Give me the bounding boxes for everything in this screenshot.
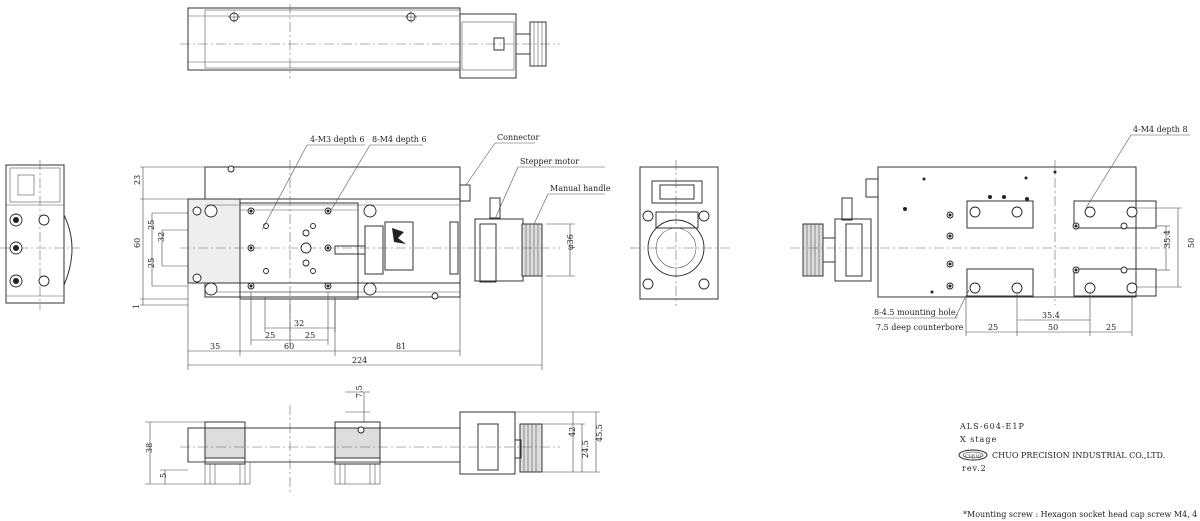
dim-50-h: 50 xyxy=(1048,323,1058,332)
bottom-view-dimensions: 35.4 50 35.4 25 50 25 4-M4 depth 8 8-4.5… xyxy=(872,125,1196,336)
dim-60: 60 xyxy=(133,238,142,248)
callout-stepper: Stepper motor xyxy=(520,157,579,166)
left-end-view xyxy=(0,160,80,310)
dim-24-5: 24.5 xyxy=(581,440,590,458)
dim-25a: 25 xyxy=(147,220,156,230)
dim-b35: 35 xyxy=(210,342,220,351)
side-view-dimensions: 38 5 7.5 42 24.5 45.5 xyxy=(145,385,604,485)
stage-type: X stage xyxy=(960,435,997,444)
right-end-view xyxy=(630,160,730,306)
top-view-upper xyxy=(180,4,560,79)
mounting-footnote: *Mounting screw : Hexagon socket head ca… xyxy=(963,510,1200,519)
callout-connector: Connector xyxy=(497,133,539,142)
main-top-view xyxy=(180,160,560,340)
dim-7-5: 7.5 xyxy=(355,385,364,398)
main-view-callouts: 4-M3 depth 6 8-M4 depth 6 Connector Step… xyxy=(261,133,611,231)
callout-mount-2: 7.5 deep counterbore xyxy=(876,323,964,332)
dim-42: 42 xyxy=(568,427,577,437)
dim-b60: 60 xyxy=(284,342,294,351)
title-block: ALS-604-E1P X stage CHUO CHUO PRECISION … xyxy=(958,422,1165,473)
dim-1: 1 xyxy=(132,304,141,309)
dim-25a-right: 25 xyxy=(988,323,998,332)
revision: rev.2 xyxy=(962,464,987,473)
dim-50-v: 50 xyxy=(1187,238,1196,248)
callout-mount-1: 8-4.5 mounting hole, xyxy=(874,308,958,317)
dim-25b: 25 xyxy=(147,258,156,268)
dim-35-4-h: 35.4 xyxy=(1042,311,1060,320)
company-name: CHUO PRECISION INDUSTRIAL CO.,LTD. xyxy=(992,451,1165,460)
dim-b224: 224 xyxy=(352,356,367,365)
company-logo: CHUO xyxy=(958,449,988,461)
dim-5: 5 xyxy=(159,473,168,478)
model-number: ALS-604-E1P xyxy=(959,422,1025,431)
dim-35-4-v: 35.4 xyxy=(1163,230,1172,248)
callout-m4-right: 4-M4 depth 8 xyxy=(1133,125,1188,134)
logo-text: CHUO xyxy=(965,454,982,460)
dim-38: 38 xyxy=(145,443,154,453)
dim-phi36: φ36 xyxy=(566,234,575,250)
callout-m3: 4-M3 depth 6 xyxy=(310,135,365,144)
dim-h25a: 25 xyxy=(265,331,275,340)
callout-m4: 8-M4 depth 6 xyxy=(372,135,427,144)
dim-h32: 32 xyxy=(294,319,304,328)
callout-handle: Manual handle xyxy=(550,184,611,193)
dim-45-5: 45.5 xyxy=(595,424,604,442)
dim-h25b: 25 xyxy=(305,331,315,340)
dim-32: 32 xyxy=(157,232,166,242)
bottom-view xyxy=(790,160,1170,305)
main-view-dimensions: 23 60 25 32 25 1 32 25 25 35 60 81 224 φ… xyxy=(132,166,575,370)
dim-23: 23 xyxy=(133,175,142,185)
dim-25b-right: 25 xyxy=(1106,323,1116,332)
dim-b81: 81 xyxy=(396,342,406,351)
side-view xyxy=(180,405,560,492)
